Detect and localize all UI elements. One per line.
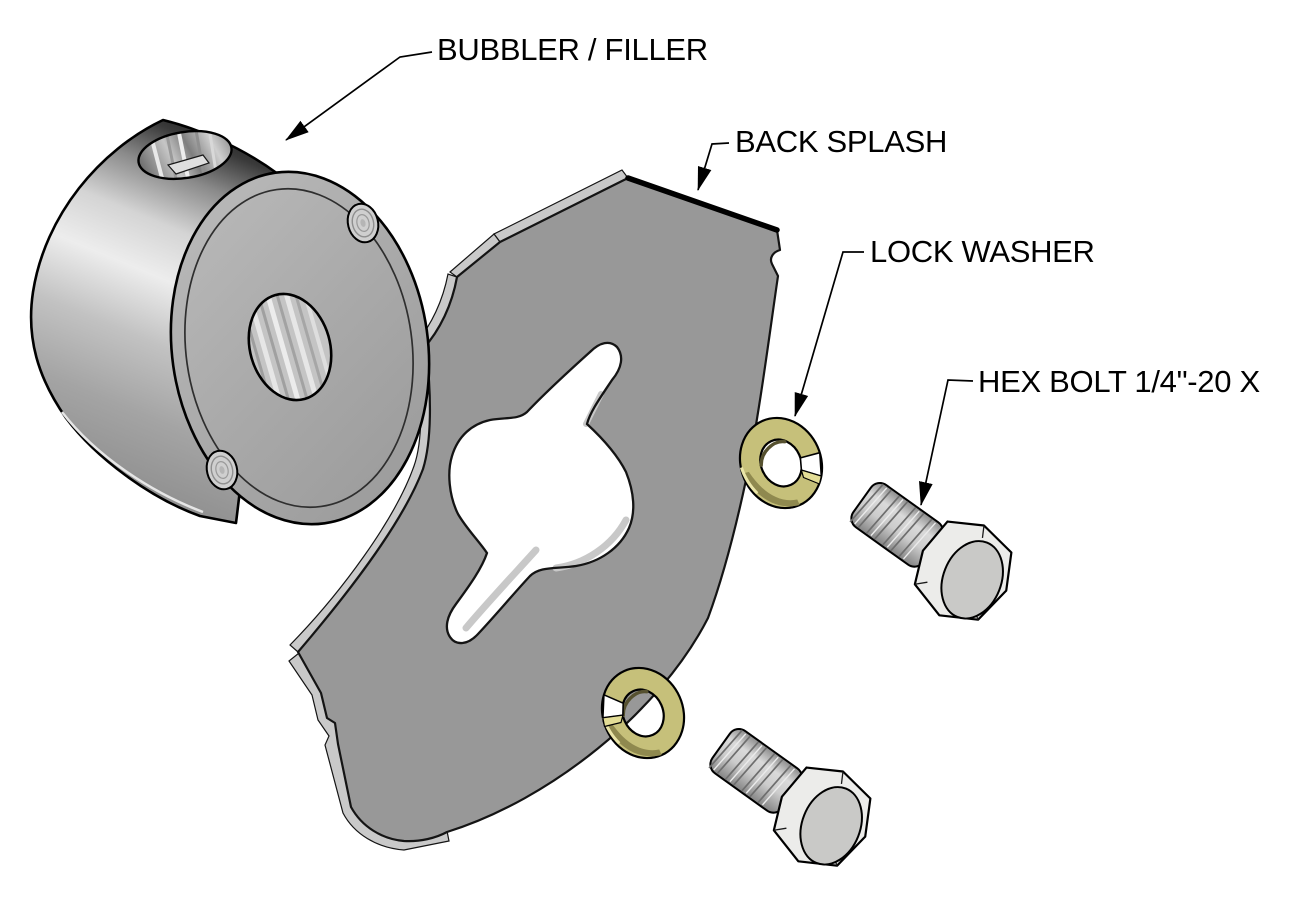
callout-hex-bolt: HEX BOLT 1/4"-20 X (978, 364, 1260, 399)
cylinder-face-rim (184, 187, 414, 509)
hex-bolt-leader-line (919, 379, 974, 506)
callout-bubbler-filler: BUBBLER / FILLER (437, 32, 708, 67)
callouts: BUBBLER / FILLER BACK SPLASH LOCK WASHER… (285, 32, 1261, 506)
bubbler-filler-casting (29, 118, 431, 526)
center-threaded-hole (241, 289, 334, 408)
plate-top-edge (625, 175, 780, 233)
plate-edge-thickness (288, 169, 629, 851)
top-drilled-hole (137, 127, 233, 181)
small-threaded-hole-top (346, 202, 380, 244)
cylinder-bottom-highlight (61, 411, 204, 514)
plate-cross-cutout-outline (445, 341, 635, 645)
washer-split-face (800, 469, 822, 485)
bubbler-leader-line (285, 51, 433, 141)
hex-bolt-upper (832, 458, 1034, 642)
small-threaded-hole-bottom (205, 449, 239, 491)
lock-washer-lower (585, 652, 701, 774)
washer-split-face (602, 714, 624, 728)
callout-back-splash: BACK SPLASH (735, 124, 947, 159)
lock-washer-upper (723, 402, 839, 524)
back-splash-leader-line (697, 142, 730, 191)
lock-washer-leader-line (794, 251, 864, 417)
hex-bolt-lower (691, 704, 893, 888)
callout-lock-washer: LOCK WASHER (870, 234, 1095, 269)
